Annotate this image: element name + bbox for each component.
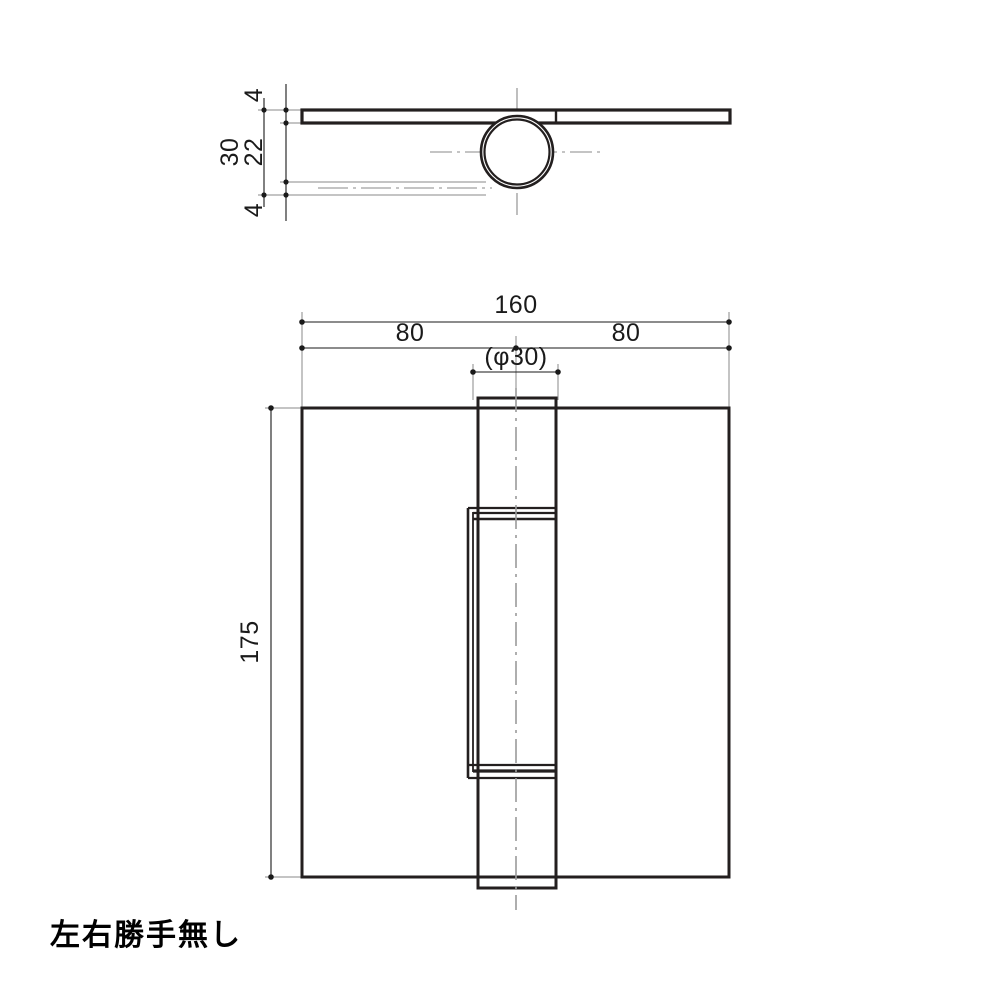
dim-label-4-top: 4	[240, 88, 268, 102]
plan-lower-joint	[468, 763, 556, 780]
barrel-outer-circle	[479, 114, 555, 190]
barrel-inner-circle	[483, 118, 551, 186]
tick-chain-1	[283, 107, 289, 113]
plan-upper-joint	[468, 506, 556, 521]
tick-80-right	[726, 345, 732, 351]
elevation-barrel	[479, 114, 555, 190]
tick-chain-2	[283, 120, 289, 126]
handedness-note: 左右勝手無し	[50, 918, 242, 953]
tick-160-left	[299, 319, 305, 325]
tick-chain-3	[283, 179, 289, 185]
tick-chain-4	[283, 192, 289, 198]
tick-80-center	[513, 345, 519, 351]
plan-barrel-column	[476, 396, 558, 890]
elevation-dimension-lines	[263, 84, 287, 221]
elevation-dimension-ticks	[261, 107, 289, 198]
tick-phi30-right	[555, 369, 561, 375]
dim-label-80-right: 80	[612, 319, 641, 347]
dim-label-4-bottom: 4	[240, 203, 268, 217]
dim-label-175: 175	[236, 620, 264, 663]
dim-label-160: 160	[494, 291, 537, 319]
tick-30-bottom	[261, 192, 267, 198]
dim-label-80-left: 80	[396, 319, 425, 347]
tick-80-left	[299, 345, 305, 351]
plan-view: 160 80 80 (φ30) 175	[236, 291, 732, 910]
tick-175-bottom	[268, 874, 274, 880]
tick-160-right	[726, 319, 732, 325]
tick-phi30-left	[470, 369, 476, 375]
tick-30-top	[261, 107, 267, 113]
barrel-top-cap	[476, 396, 558, 410]
plan-dimension-ticks	[268, 319, 732, 880]
tick-175-top	[268, 405, 274, 411]
barrel-bottom-cap	[476, 875, 558, 890]
dim-label-phi30: (φ30)	[484, 343, 547, 371]
elevation-lower-leaf	[300, 181, 486, 196]
plan-middle-knuckle	[466, 508, 474, 778]
dim-label-30: 30	[216, 138, 244, 167]
elevation-view: 30 4 22 4	[216, 84, 732, 221]
dim-label-22: 22	[240, 138, 268, 167]
